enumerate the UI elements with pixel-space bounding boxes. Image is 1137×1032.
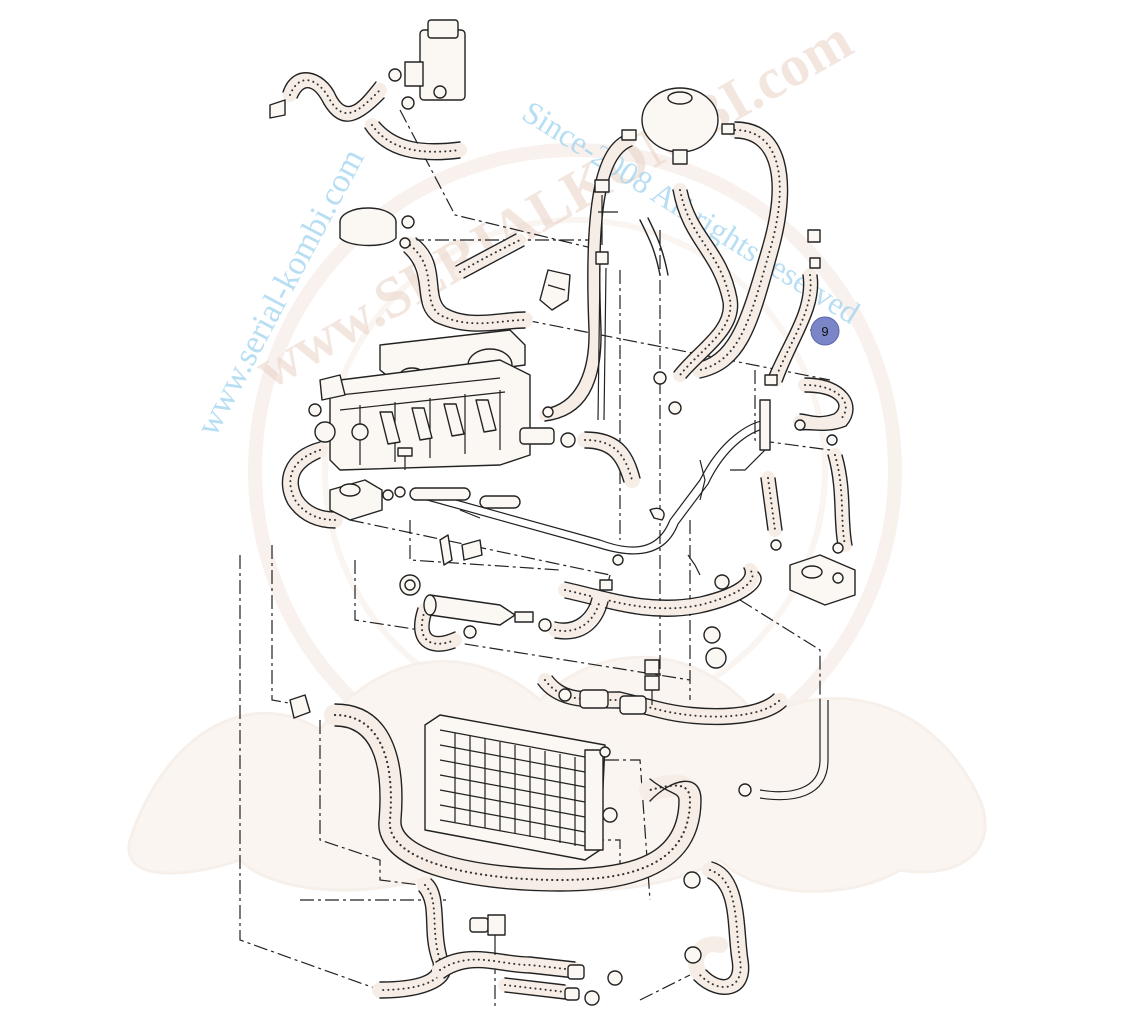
hose-bottom-mid — [432, 950, 583, 979]
oil-cooler — [770, 539, 856, 606]
hose-radiator-big — [324, 703, 702, 892]
hose-right-curve — [793, 377, 854, 431]
callout-9-label: 9 — [821, 324, 828, 339]
injectors — [379, 399, 497, 470]
hose-expansion-left — [539, 133, 636, 422]
thermostat-housing — [329, 479, 406, 521]
hose-right-vertical — [827, 448, 853, 552]
radiator — [424, 714, 618, 861]
leader-lines — [239, 109, 831, 1010]
clips-center-upper — [649, 371, 706, 521]
pipe-section-mid — [409, 487, 521, 519]
callout-9-marker[interactable] — [810, 316, 840, 346]
hose-oil-filler — [402, 237, 533, 332]
engine-block — [308, 329, 531, 471]
hose-bottom-left — [372, 877, 451, 999]
hose-bottom-mid2 — [498, 977, 572, 1000]
clamps-lower — [289, 694, 752, 1006]
hose-small-upper — [454, 233, 526, 279]
components — [269, 19, 856, 1006]
hose-long-right — [759, 700, 829, 801]
mount-bracket — [539, 269, 571, 311]
hose-engine-right — [577, 431, 641, 488]
t-connector-lower — [558, 688, 647, 715]
hoses — [281, 72, 854, 1000]
y-connector-right — [730, 229, 838, 471]
pipe-long — [419, 419, 771, 555]
hose-expansion-right — [692, 121, 789, 379]
hose-expansion-mid — [672, 183, 739, 382]
temp-sensor — [644, 554, 730, 705]
oil-filler-housing — [339, 207, 415, 249]
clamp-top-1 — [269, 68, 415, 119]
hose-pump-right — [548, 593, 609, 640]
hose-right-9 — [767, 268, 819, 387]
coolant-control-unit — [404, 19, 466, 101]
hose-engine-left — [281, 441, 343, 529]
clips-mid — [399, 534, 624, 596]
engine-outlet-fitting — [519, 406, 576, 448]
hose-right-short — [760, 471, 783, 537]
hose-top-breather — [282, 72, 387, 122]
hose-bottom-right — [688, 861, 750, 995]
hose-breather-lower — [364, 118, 467, 161]
hose-pump-left — [413, 603, 462, 652]
water-pump — [423, 594, 552, 639]
expansion-tank — [621, 87, 735, 165]
connector-pipes-top — [594, 179, 669, 421]
callout-9[interactable]: 9 — [810, 316, 840, 346]
